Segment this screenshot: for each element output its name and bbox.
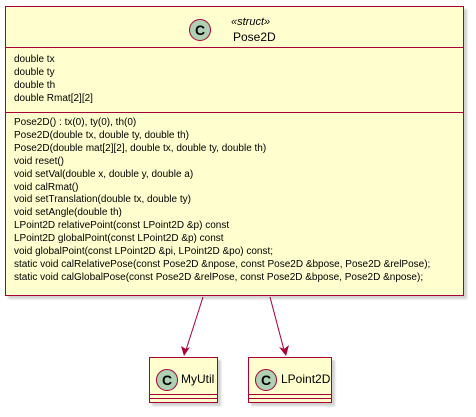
method-item: Pose2D(double mat[2][2], double tx, doub… bbox=[14, 142, 267, 154]
method-item: void globalPoint(const LPoint2D &pi, LPo… bbox=[14, 246, 274, 258]
methods-divider bbox=[150, 398, 217, 399]
class-name: LPoint2D bbox=[281, 372, 331, 386]
methods-divider bbox=[249, 398, 331, 399]
field-item: double ty bbox=[14, 66, 55, 78]
class-name: Pose2D bbox=[233, 30, 276, 44]
class-icon: C bbox=[255, 369, 277, 391]
field-item: double Rmat[2][2] bbox=[14, 92, 93, 104]
class-stereotype: «struct» bbox=[231, 16, 271, 28]
method-item: void calRmat() bbox=[14, 181, 79, 193]
class-name: MyUtil bbox=[181, 372, 215, 386]
field-item: double th bbox=[14, 79, 56, 91]
header-divider bbox=[6, 47, 463, 48]
method-item: static void calRelativePose(const Pose2D… bbox=[14, 258, 431, 270]
class-lpoint2d[interactable]: C LPoint2D bbox=[248, 357, 332, 403]
method-item: void setVal(double x, double y, double a… bbox=[14, 168, 194, 180]
method-item: LPoint2D relativePoint(const LPoint2D &p… bbox=[14, 220, 230, 232]
methods-list: Pose2D() : tx(0), ty(0), th(0) Pose2D(do… bbox=[14, 117, 430, 285]
arrowhead-lpoint2d bbox=[279, 345, 289, 356]
class-icon: C bbox=[156, 369, 178, 391]
method-item: void setTranslation(double tx, double ty… bbox=[14, 194, 191, 206]
class-icon: C bbox=[189, 19, 211, 41]
fields-divider bbox=[150, 394, 217, 395]
method-item: Pose2D() : tx(0), ty(0), th(0) bbox=[14, 117, 137, 128]
method-item: Pose2D(double tx, double ty, double th) bbox=[14, 129, 189, 141]
arrow-to-myutil bbox=[185, 296, 204, 351]
fields-divider bbox=[6, 112, 463, 113]
fields-list: double tx double ty double th double Rma… bbox=[14, 54, 93, 106]
method-item: void setAngle(double th) bbox=[14, 207, 122, 219]
field-item: double tx bbox=[14, 54, 55, 65]
fields-divider bbox=[249, 394, 331, 395]
method-item: LPoint2D globalPoint(const LPoint2D &p) … bbox=[14, 233, 224, 245]
arrow-to-lpoint2d bbox=[269, 296, 285, 351]
arrowhead-myutil bbox=[181, 346, 190, 356]
method-item: void reset() bbox=[14, 155, 65, 167]
method-item: static void calGlobalPose(const Pose2D &… bbox=[14, 271, 424, 283]
class-myutil[interactable]: C MyUtil bbox=[149, 357, 218, 403]
class-pose2d[interactable]: C «struct» Pose2D double tx double ty do… bbox=[5, 6, 464, 296]
